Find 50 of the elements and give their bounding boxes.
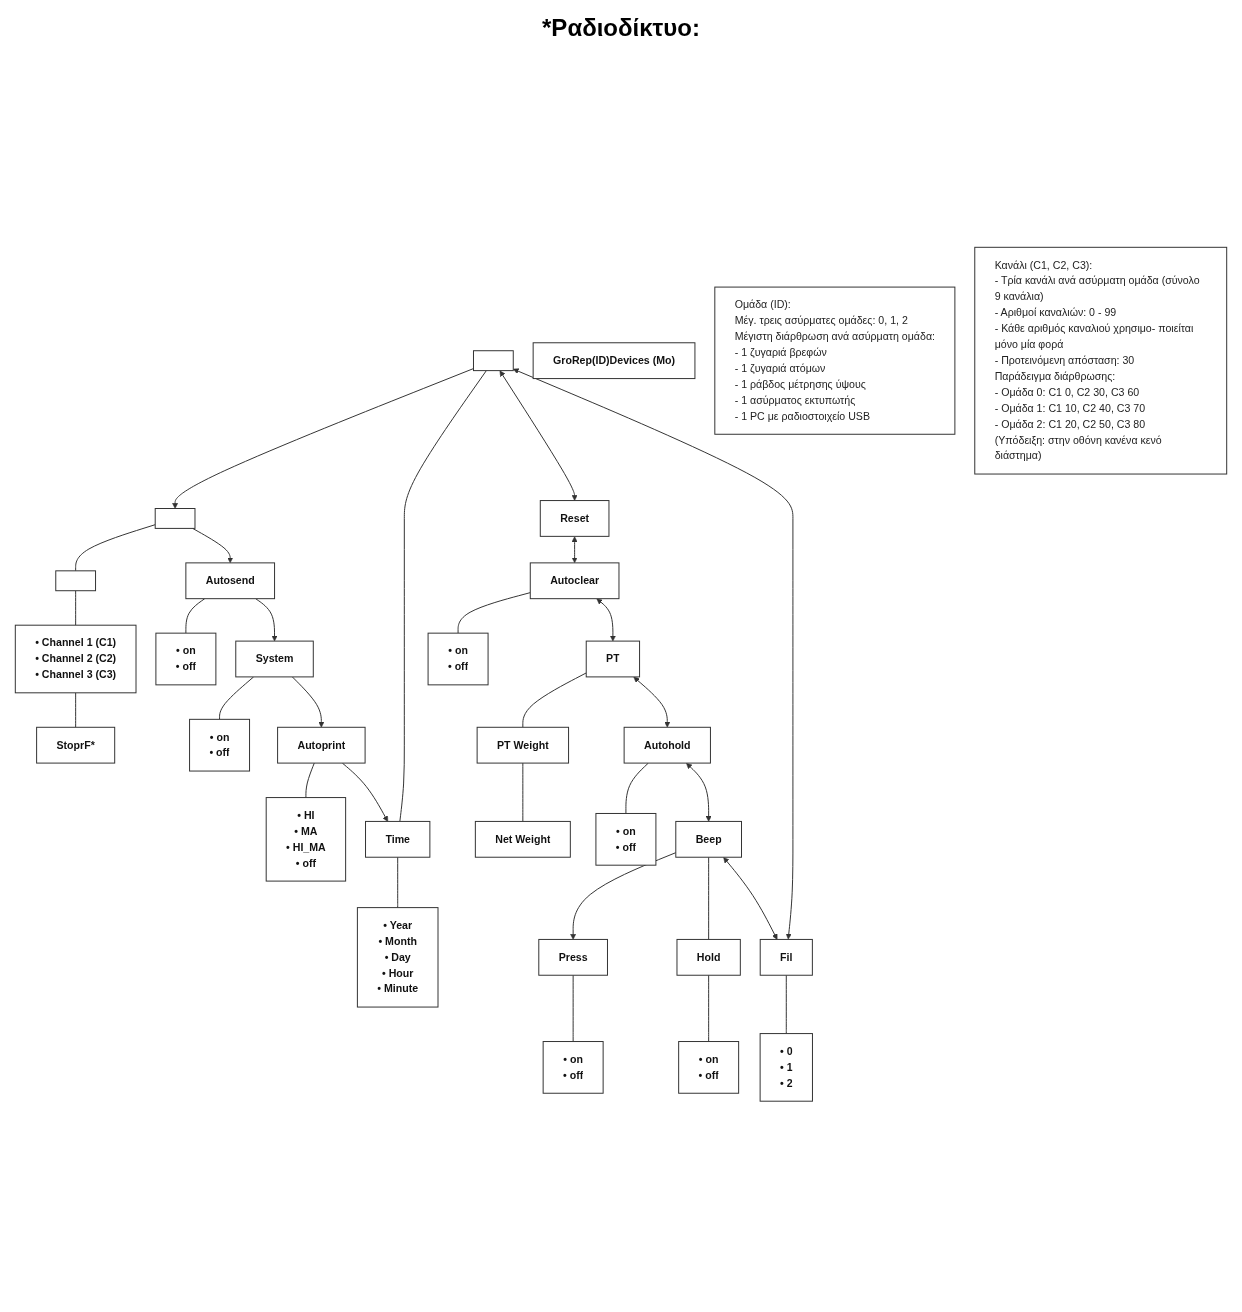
- node-box: • Channel 1 (C1) • Channel 2 (C2) • Channel 3 (C3): [14, 624, 137, 694]
- connector: [572, 974, 574, 1042]
- connector: [75, 523, 156, 572]
- node-box: Time: [365, 820, 431, 858]
- connector: [522, 762, 524, 822]
- node-box: System: [235, 640, 314, 678]
- connector: [625, 762, 649, 814]
- connector: [219, 676, 255, 720]
- connector: [75, 692, 77, 728]
- connector: [399, 369, 487, 822]
- node-box: • on • off: [542, 1040, 604, 1094]
- node-box: • HI • MA • HI_MA • off: [265, 796, 347, 882]
- node-box: PT: [585, 640, 641, 678]
- node-box: GroRep(ID)Devices (Mo): [532, 342, 696, 379]
- connector: [522, 672, 587, 728]
- node-box: Autosend: [185, 562, 276, 599]
- connector: [305, 762, 315, 798]
- node-box: [154, 507, 196, 529]
- connector: [457, 591, 531, 634]
- arrow: [633, 676, 671, 728]
- node-box: Autoclear: [529, 562, 620, 599]
- node-box: Reset: [539, 499, 610, 537]
- node-box: • on • off: [678, 1040, 740, 1094]
- node-box: Net Weight: [474, 820, 571, 858]
- node-box: • on • off: [155, 632, 217, 686]
- node-box: Press: [538, 938, 608, 976]
- connector: [397, 856, 399, 908]
- node-box: • Year • Month • Day • Hour • Minute: [356, 906, 439, 1008]
- arrow: [571, 536, 578, 563]
- node-box: PT Weight: [476, 726, 570, 764]
- node-box: • on • off: [595, 812, 657, 866]
- node-box: Autoprint: [277, 726, 366, 764]
- node-box: Hold: [676, 938, 741, 976]
- node-box: • on • off: [427, 632, 489, 686]
- node-box: • 0 • 1 • 2: [759, 1032, 813, 1102]
- connector: [708, 856, 710, 940]
- node-box: Beep: [675, 820, 742, 858]
- heading-label: *Ραδιοδίκτυο:: [542, 14, 700, 42]
- node-box: StoprF*: [36, 726, 116, 764]
- connector: [75, 589, 77, 626]
- node-box: Ομάδα (ID): Μέγ. τρεις ασύρματες ομάδες: 0, 1, 2 Μέγιστη διάρθρωση ανά ασύρματη ομάδα: - 1 ζυγαριά βρεφών - 1 ζυγαριά ατόμων - 1 ράβδος μέτρησης ύψους - 1 ασύρματος εκτυπωτής - 1 PC με ραδιοστοιχείο USB: [714, 286, 956, 435]
- node-box: Fil: [759, 938, 813, 976]
- node-box: • on • off: [189, 718, 251, 772]
- connector: [785, 974, 787, 1034]
- connector: [185, 597, 206, 634]
- connector: [708, 974, 710, 1042]
- node-box: [473, 350, 514, 371]
- node-box: Autohold: [623, 726, 711, 764]
- node-box: [55, 570, 97, 591]
- node-box: Κανάλι (C1, C2, C3): - Τρία κανάλι ανά ασύρματη ομάδα (σύνολο 9 κανάλια) - Αριθμοί καναλιών: 0 - 99 - Κάθε αριθμός καναλιού χρησιμο- ποιείται μόνο μία φορά - Προτεινόμενη απόσταση: 30 Παράδειγμα διάρθρωσης: - Ομάδα 0: C1 0, C2 30, C3 60 - Ομάδα 1: C1 10, C2 40, C3 70 - Ομάδα 2: C1 20, C2 50, C3 80 (Υπόδειξη: στην οθόνη κανένα κενό διάστημα): [974, 246, 1228, 475]
